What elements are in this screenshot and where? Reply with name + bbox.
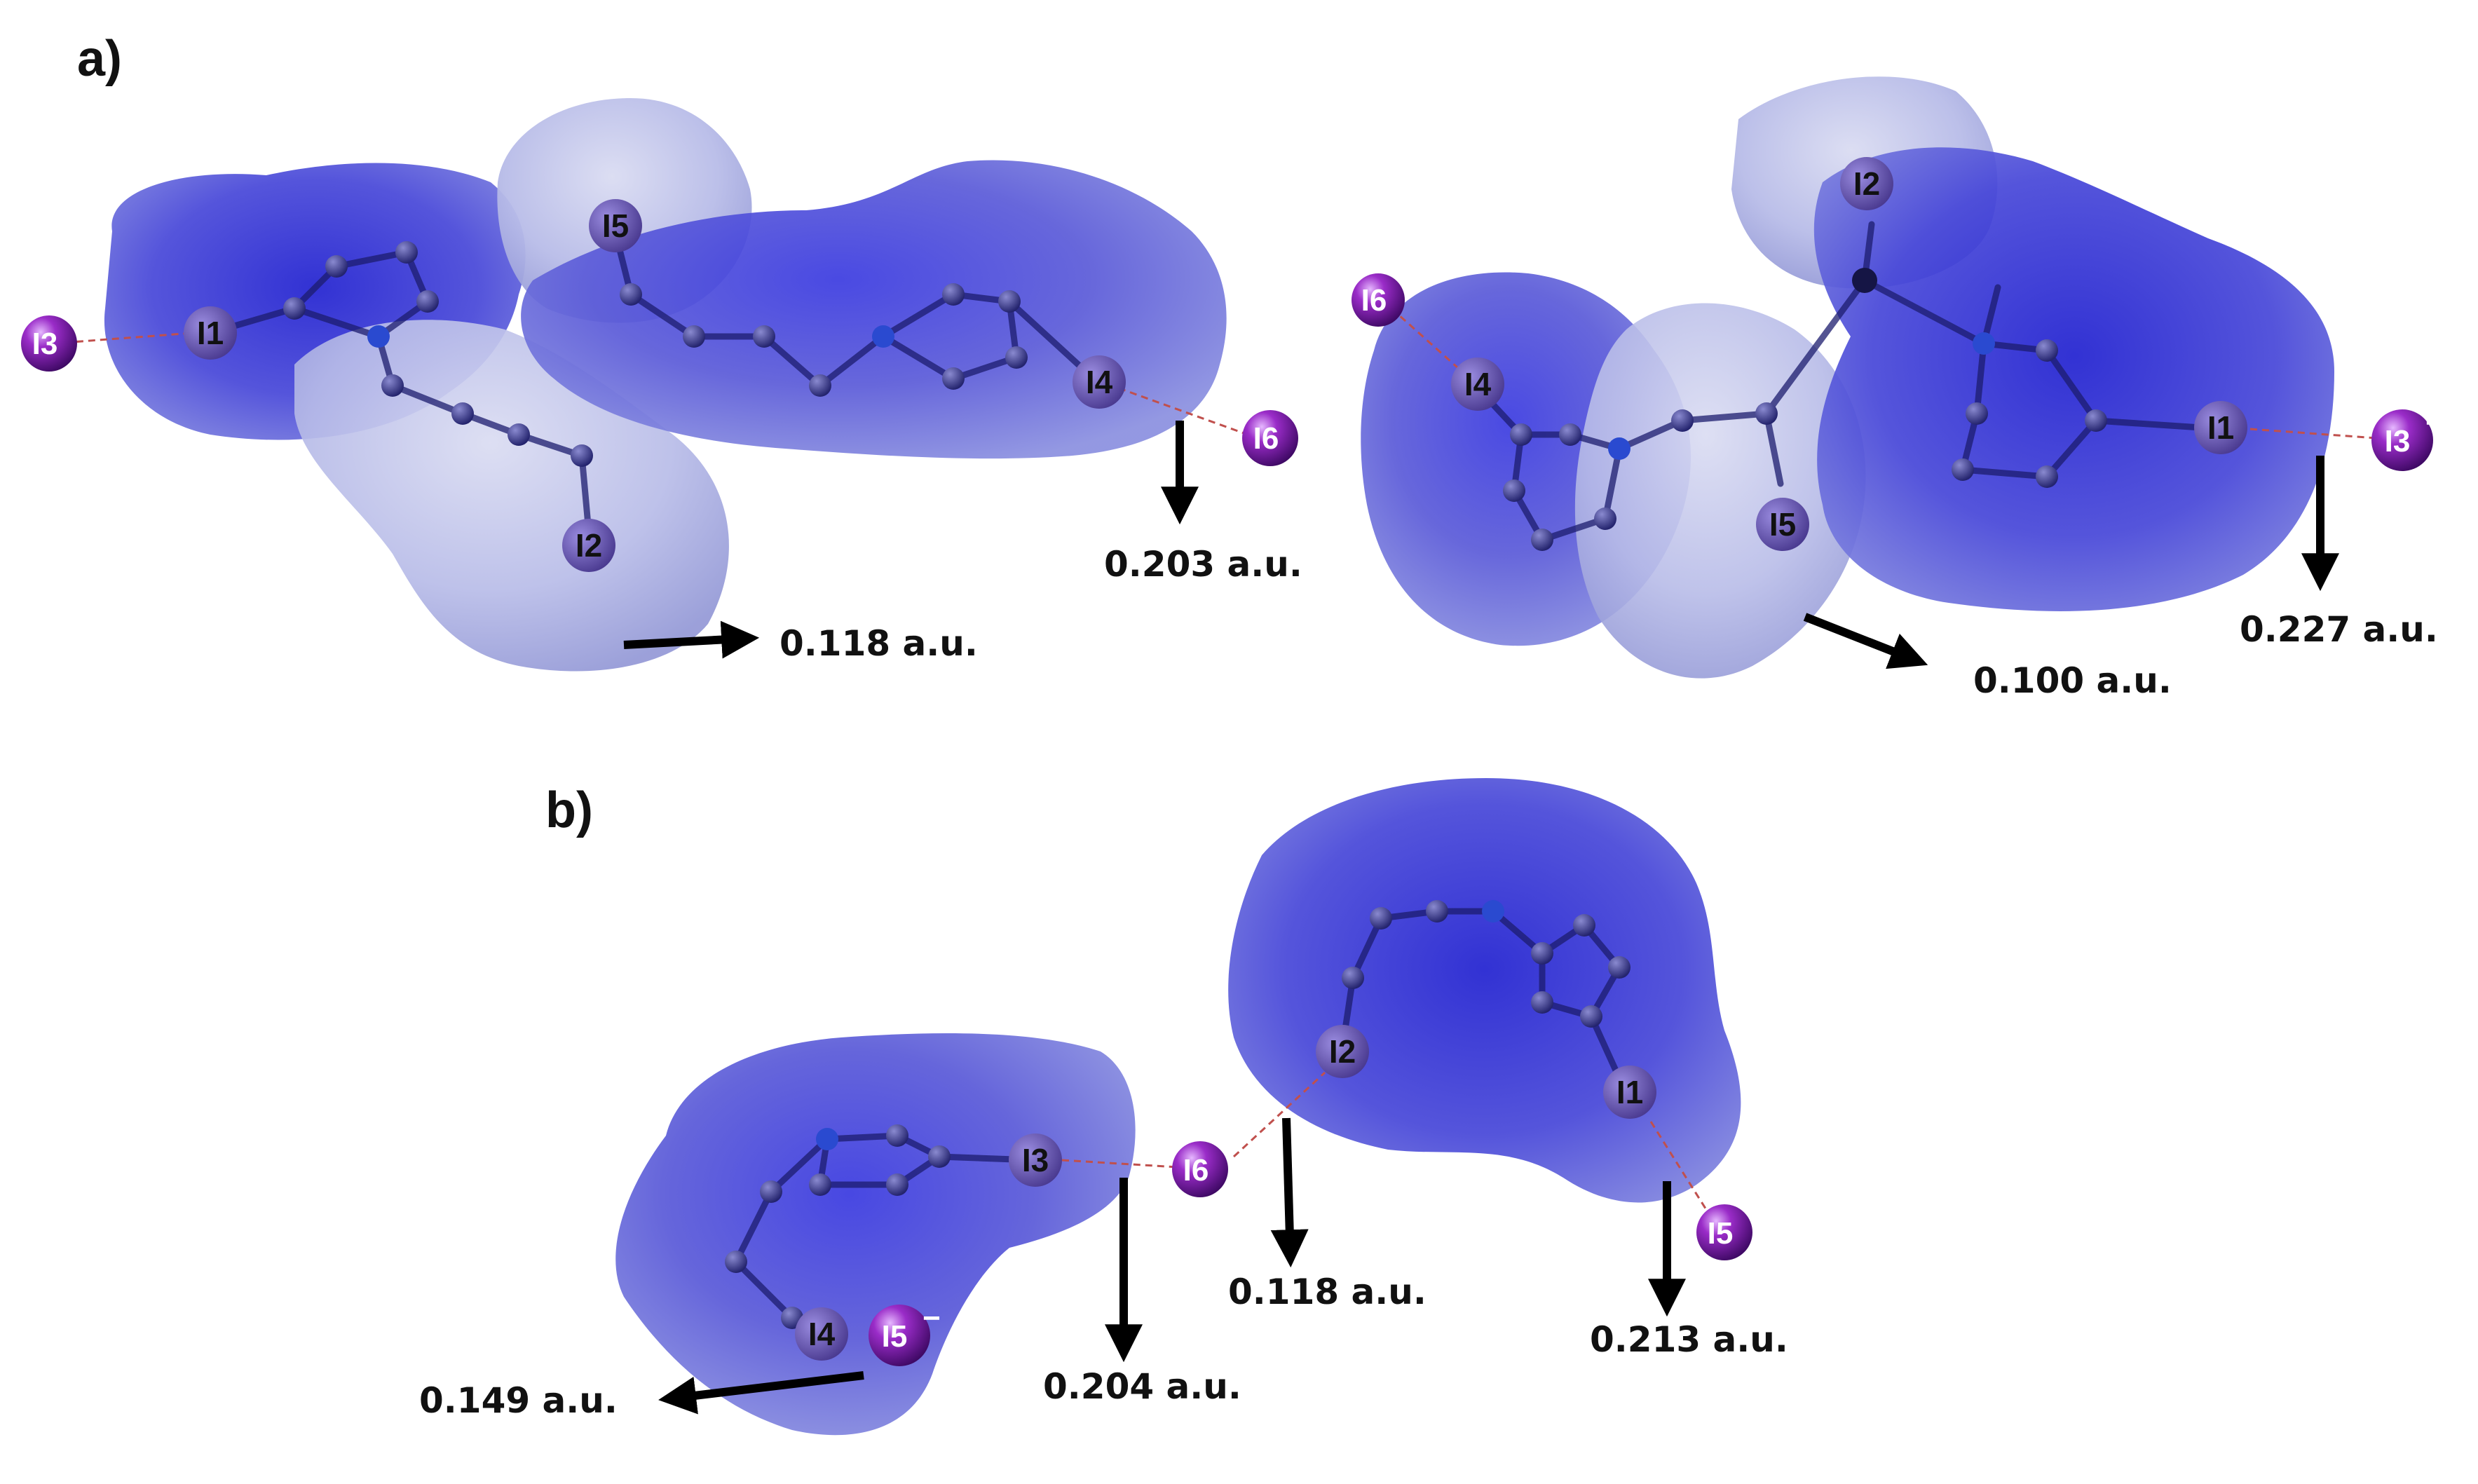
svg-text:I5: I5 bbox=[1769, 506, 1796, 543]
svg-text:I2: I2 bbox=[1329, 1033, 1356, 1070]
iodine-atom-i2: I2 bbox=[1316, 1025, 1369, 1078]
svg-text:I1: I1 bbox=[1616, 1074, 1643, 1110]
svg-text:−: − bbox=[1401, 264, 1419, 298]
value-label-i1-i3: 0.227 a.u. bbox=[2240, 609, 2438, 650]
contact-i2-i6 bbox=[1232, 1071, 1326, 1158]
iodide-anion-i3: I3 − bbox=[21, 309, 91, 372]
svg-text:−: − bbox=[1748, 1198, 1766, 1232]
value-label-i4-i5: 0.149 a.u. bbox=[419, 1380, 618, 1421]
svg-text:I4: I4 bbox=[1086, 364, 1113, 400]
iodide-anion-i3: I3 − bbox=[2371, 406, 2444, 471]
arrow-i2-i5 bbox=[623, 620, 760, 659]
svg-text:I2: I2 bbox=[1853, 165, 1880, 202]
svg-text:I3: I3 bbox=[2385, 424, 2411, 458]
iodide-anion-i5: I5 − bbox=[869, 1301, 941, 1366]
svg-text:I6: I6 bbox=[1253, 421, 1279, 456]
svg-text:−: − bbox=[923, 1301, 941, 1335]
svg-text:I2: I2 bbox=[576, 527, 602, 564]
value-label-i5: 0.100 a.u. bbox=[1973, 660, 2172, 701]
arrow-i2-i6 bbox=[1270, 1117, 1309, 1268]
value-label-i4-i6: 0.203 a.u. bbox=[1104, 544, 1302, 585]
svg-text:I5: I5 bbox=[1708, 1216, 1734, 1251]
value-label-i2-i6: 0.118 a.u. bbox=[1228, 1272, 1427, 1312]
iodine-atom-i4: I4 bbox=[795, 1307, 848, 1361]
hirshfeld-surface bbox=[521, 160, 1227, 459]
svg-text:−: − bbox=[73, 309, 91, 343]
svg-text:I3: I3 bbox=[1022, 1142, 1049, 1178]
contact-i1-i5 bbox=[1649, 1121, 1712, 1217]
value-label-i2-i5: 0.118 a.u. bbox=[780, 623, 978, 664]
iodine-atom-i1: I1 bbox=[1603, 1066, 1656, 1119]
svg-text:I6: I6 bbox=[1361, 283, 1387, 318]
svg-text:−: − bbox=[2425, 406, 2444, 440]
contact-i3-i6 bbox=[1061, 1159, 1178, 1169]
panel-a-label: a) bbox=[77, 31, 122, 87]
iodine-atom-i4: I4 bbox=[1451, 358, 1504, 411]
iodine-atom-i1: I1 bbox=[2194, 401, 2247, 454]
arrow-i5 bbox=[1803, 613, 1928, 669]
svg-text:I3: I3 bbox=[32, 327, 58, 361]
panel-a-molecule-1: I1 I2 I4 I5 I3 − I6 − 0.203 a.u. 0.118 a… bbox=[21, 98, 1312, 672]
svg-text:−: − bbox=[1224, 1135, 1242, 1169]
panel-b-molecule-1: I3 I4 I6 − I5 − 0.204 a.u. 0.149 a.u. bbox=[419, 1033, 1242, 1436]
iodide-anion-i6: I6 − bbox=[1242, 404, 1312, 466]
value-label-i1-i5: 0.213 a.u. bbox=[1590, 1319, 1788, 1360]
svg-text:I6: I6 bbox=[1183, 1153, 1209, 1187]
svg-text:I1: I1 bbox=[2207, 409, 2234, 446]
svg-text:I5: I5 bbox=[882, 1319, 908, 1354]
iodide-anion-i6: I6 − bbox=[1172, 1135, 1242, 1197]
atom-skeleton bbox=[207, 235, 1097, 536]
svg-text:I4: I4 bbox=[1464, 366, 1492, 402]
atom-skeleton bbox=[1469, 221, 2205, 551]
hirshfeld-surface bbox=[1228, 778, 1741, 1203]
iodine-atom-i4: I4 bbox=[1073, 355, 1126, 409]
iodide-anion-i6: I6 − bbox=[1352, 264, 1419, 327]
hirshfeld-surface bbox=[1813, 147, 2334, 611]
svg-text:I4: I4 bbox=[808, 1316, 836, 1352]
contact-i1-i3 bbox=[2249, 428, 2377, 440]
hirshfeld-surface bbox=[1574, 303, 1866, 679]
svg-text:I1: I1 bbox=[197, 315, 224, 351]
iodine-atom-i2: I2 bbox=[562, 519, 615, 572]
panel-a-molecule-2: I1 I2 I4 I5 I6 − I3 − 0.227 a.u. 0.100 a… bbox=[1352, 76, 2444, 701]
svg-text:I5: I5 bbox=[602, 207, 629, 244]
iodine-atom-i3: I3 bbox=[1009, 1134, 1062, 1187]
panel-b-molecule-2: I2 I1 I5 − 0.118 a.u. 0.213 a.u. bbox=[1228, 778, 1788, 1360]
panel-b-label: b) bbox=[545, 782, 593, 838]
contact-i4-i6 bbox=[1107, 383, 1248, 436]
iodine-atom-i5: I5 bbox=[589, 199, 642, 252]
iodine-atom-i2: I2 bbox=[1840, 157, 1893, 210]
arrow-i4-i5 bbox=[658, 1371, 864, 1415]
value-label-i3-i6: 0.204 a.u. bbox=[1043, 1366, 1241, 1407]
iodine-atom-i5: I5 bbox=[1756, 498, 1809, 551]
iodine-atom-i1: I1 bbox=[184, 306, 237, 360]
hirshfeld-surface bbox=[615, 1033, 1136, 1436]
iodide-anion-i5: I5 − bbox=[1696, 1198, 1766, 1260]
svg-text:−: − bbox=[1294, 404, 1312, 438]
contact-i4-i6 bbox=[1390, 307, 1459, 369]
